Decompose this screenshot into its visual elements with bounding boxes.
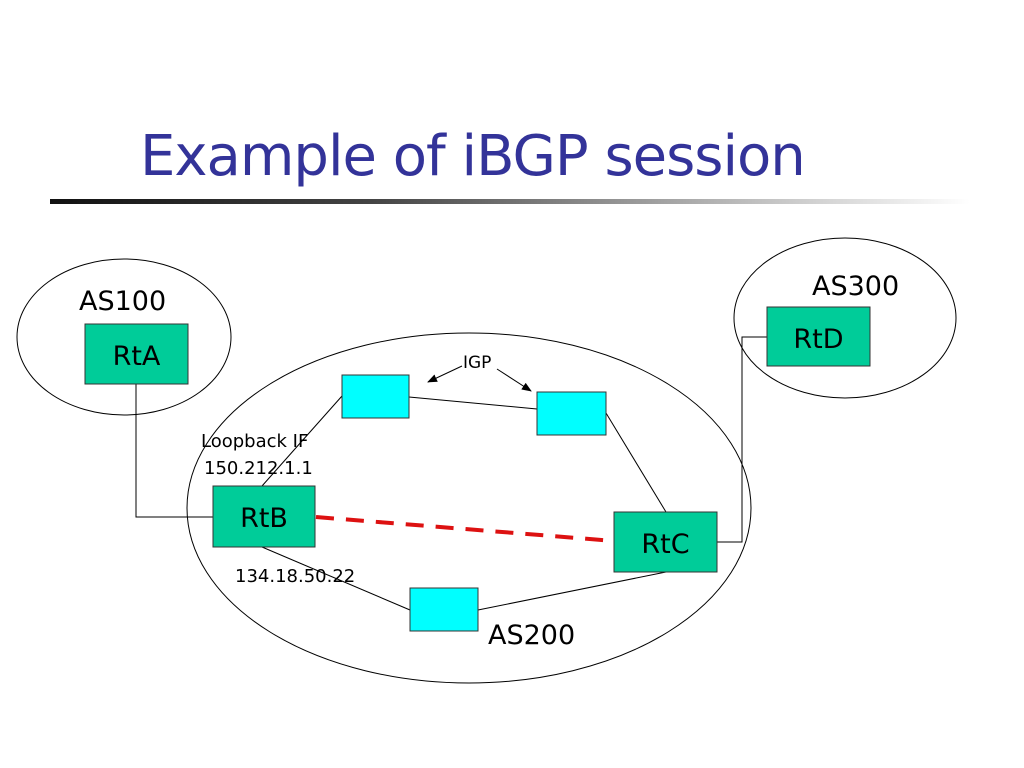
slide-title: Example of iBGP session: [140, 124, 806, 189]
loopback-label: Loopback IF: [201, 431, 308, 452]
router-rtb-label: RtB: [240, 503, 288, 534]
igp-router-2: [536, 391, 607, 436]
igp-arrow-left: [427, 365, 463, 383]
igp-label: IGP: [463, 353, 491, 373]
link-rtc-rtd: [717, 336, 767, 543]
igp-router-3: [409, 587, 479, 632]
link-igp-router-1-igp-router-2: [408, 396, 538, 410]
router-rta: [84, 323, 189, 385]
igp-arrow-right: [496, 368, 532, 392]
title-underline: [50, 199, 970, 204]
as100-boundary: [16, 258, 232, 416]
link-rtb-igp-router-3: [261, 546, 411, 611]
router-rtc: [613, 511, 718, 573]
as200-boundary: [186, 332, 752, 684]
router-rtd: [766, 306, 871, 367]
igp-router-1: [341, 374, 410, 419]
link-igp-router-3-rtc: [477, 571, 667, 611]
router-rtb: [212, 485, 316, 548]
loopback-ip: 150.212.1.1: [204, 458, 313, 479]
router-rta-label: RtA: [113, 341, 161, 372]
as300-boundary: [733, 237, 957, 399]
link-rta-rtb: [135, 384, 213, 518]
rtb-interface-ip: 134.18.50.22: [235, 566, 355, 587]
as200-label: AS200: [488, 620, 575, 651]
as100-label: AS100: [79, 286, 166, 317]
ibgp-session-line: [315, 515, 615, 543]
router-rtc-label: RtC: [641, 529, 689, 560]
link-igp-router-2-rtc: [605, 412, 667, 513]
router-rtd-label: RtD: [793, 324, 843, 355]
link-rtb-igp-router-1: [261, 395, 343, 487]
as300-label: AS300: [812, 271, 899, 302]
